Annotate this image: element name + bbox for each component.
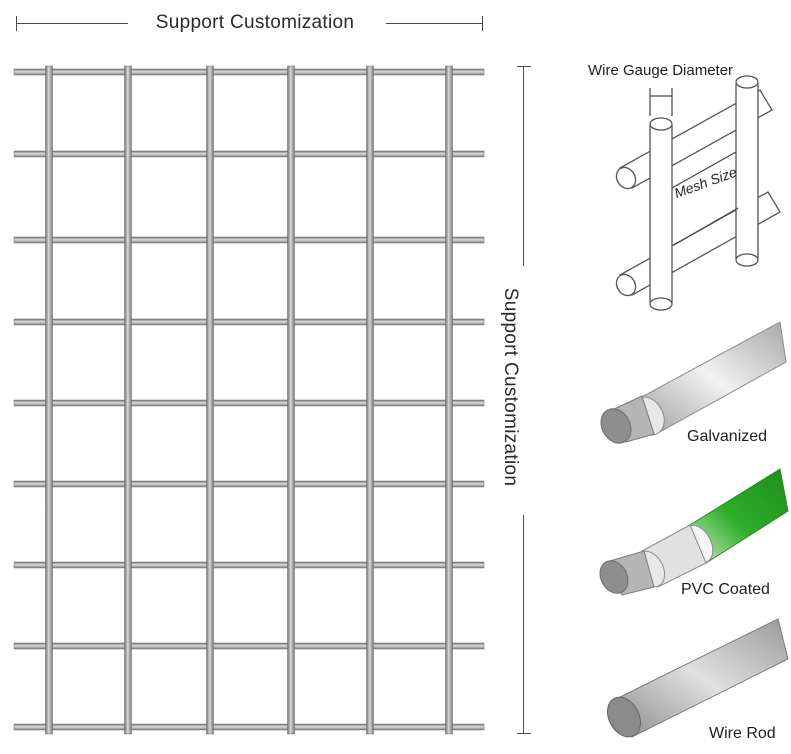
top-dimension-line-left — [16, 23, 128, 24]
side-dimension-label: Support Customization — [500, 287, 521, 487]
vertical-wire — [124, 65, 132, 735]
horizontal-wire — [13, 561, 485, 569]
top-dimension-label: Support Customization — [155, 12, 355, 33]
top-dimension-line-right — [386, 23, 483, 24]
vertical-wire — [45, 65, 53, 735]
vertical-wire — [287, 65, 295, 735]
galvanized-label: Galvanized — [687, 428, 768, 445]
mesh-detail-illustration — [615, 75, 781, 311]
vertical-wire — [206, 65, 214, 735]
side-dimension-tick-bottom — [517, 733, 531, 734]
pvc-coated-label: PVC Coated — [681, 581, 770, 598]
wire-rod-illustration — [606, 618, 789, 738]
side-dimension-tick-top — [517, 66, 531, 67]
horizontal-wire — [13, 236, 485, 244]
vertical-wire — [445, 65, 453, 735]
horizontal-wire — [13, 150, 485, 158]
wire-gauge-diameter-label: Wire Gauge Diameter — [588, 62, 734, 79]
top-dimension-tick-left — [16, 16, 17, 31]
wire-rod-label: Wire Rod — [709, 725, 776, 742]
welded-wire-mesh-panel — [13, 65, 485, 735]
horizontal-wires — [13, 68, 485, 731]
horizontal-wire — [13, 480, 485, 488]
horizontal-wire — [13, 399, 485, 407]
vertical-wire — [366, 65, 374, 735]
horizontal-wire — [13, 642, 485, 650]
pvc-coated-wire-illustration — [599, 468, 789, 596]
side-dimension-line-top — [523, 66, 524, 266]
top-dimension-tick-right — [482, 16, 483, 31]
galvanized-wire-illustration — [600, 321, 787, 444]
horizontal-wire — [13, 723, 485, 731]
side-dimension-line-bottom — [523, 515, 524, 733]
vertical-wires — [45, 65, 453, 735]
horizontal-wire — [13, 318, 485, 326]
horizontal-wire — [13, 68, 485, 76]
